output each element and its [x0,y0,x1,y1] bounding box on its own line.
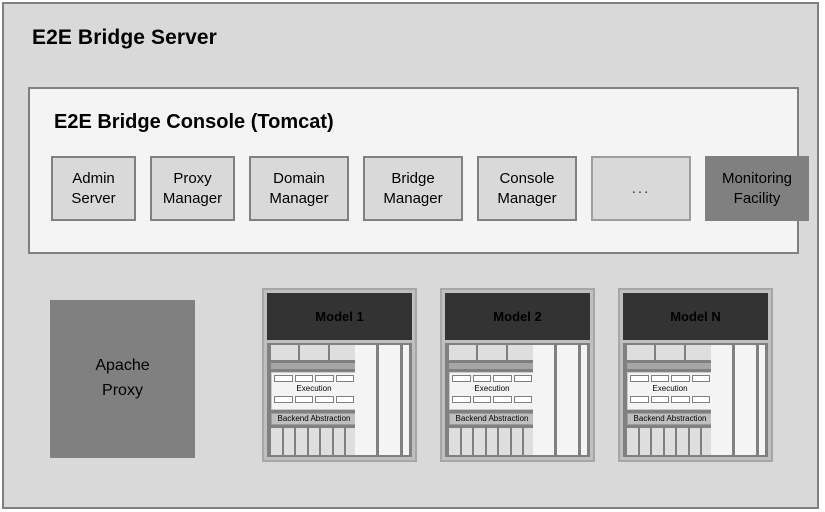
model-body-left-column: Execution Backend Abstraction [627,343,714,457]
module-label-line2: Facility [733,189,781,207]
console-module-row: Admin Server Proxy Manager Domain Manage… [51,156,809,221]
execution-label: Execution [296,384,332,393]
model-top-cells [627,345,713,360]
module-label-line1: Domain [273,170,325,187]
module-label-line1: Console [499,170,555,187]
console-title: E2E Bridge Console (Tomcat) [54,111,334,133]
apache-proxy-label-line1: Apache [95,357,150,375]
execution-cells-top [630,375,710,382]
model-divider-strip [271,363,357,369]
execution-cells-bottom [274,396,354,403]
model-body: Execution Backend Abstraction [445,343,590,457]
model-body-right-bars [711,345,765,455]
model-divider-strip [449,363,535,369]
backend-abstraction-label: Backend Abstraction [627,413,713,425]
module-more-placeholder[interactable]: ... [591,156,691,221]
module-label-line2: Manager [383,189,443,207]
apache-proxy-label-line2: Proxy [102,382,143,399]
module-label-line2: Manager [162,189,223,207]
module-label-line1: Bridge [391,170,435,187]
apache-proxy-box[interactable]: Apache Proxy [50,300,195,458]
module-admin-server[interactable]: Admin Server [51,156,136,221]
model-body: Execution Backend Abstraction [623,343,768,457]
model-bottom-bars [627,428,714,455]
module-label-line2: Manager [269,189,329,207]
backend-abstraction-label: Backend Abstraction [271,413,357,425]
model-bottom-bars [449,428,536,455]
ellipsis-label: ... [631,179,651,197]
model-body-right-bars [355,345,409,455]
model-execution-block: Execution [449,372,535,410]
model-divider-strip [627,363,713,369]
module-label-line1: Proxy [173,170,212,187]
execution-cells-bottom [630,396,710,403]
model-top-cells [271,345,357,360]
module-label-line1: Admin [72,170,115,187]
page-title: E2E Bridge Server [32,26,217,49]
module-domain-manager[interactable]: Domain Manager [249,156,349,221]
module-monitoring-facility[interactable]: Monitoring Facility [705,156,809,221]
module-label-line2: Manager [497,189,557,207]
execution-cells-top [274,375,354,382]
model-header: Model N [623,293,768,340]
execution-label: Execution [474,384,510,393]
execution-cells-bottom [452,396,532,403]
module-label-line2: Server [71,189,116,207]
model-body-left-column: Execution Backend Abstraction [271,343,358,457]
model-top-cells [449,345,535,360]
module-proxy-manager[interactable]: Proxy Manager [150,156,235,221]
model-box-1[interactable]: Model 1 Execution Backend Abstraction [262,288,417,462]
execution-label: Execution [652,384,688,393]
model-box-n[interactable]: Model N Execution Backend Abstraction [618,288,773,462]
model-header: Model 1 [267,293,412,340]
execution-cells-top [452,375,532,382]
e2e-bridge-console-panel: E2E Bridge Console (Tomcat) Admin Server… [28,87,809,254]
model-execution-block: Execution [271,372,357,410]
model-header: Model 2 [445,293,590,340]
backend-abstraction-label: Backend Abstraction [449,413,535,425]
module-console-manager[interactable]: Console Manager [477,156,577,221]
model-execution-block: Execution [627,372,713,410]
model-bottom-bars [271,428,358,455]
module-bridge-manager[interactable]: Bridge Manager [363,156,463,221]
model-body-right-bars [533,345,587,455]
model-box-2[interactable]: Model 2 Execution Backend Abstraction [440,288,595,462]
model-body-left-column: Execution Backend Abstraction [449,343,536,457]
module-label-line1: Monitoring [721,170,793,187]
model-body: Execution Backend Abstraction [267,343,412,457]
